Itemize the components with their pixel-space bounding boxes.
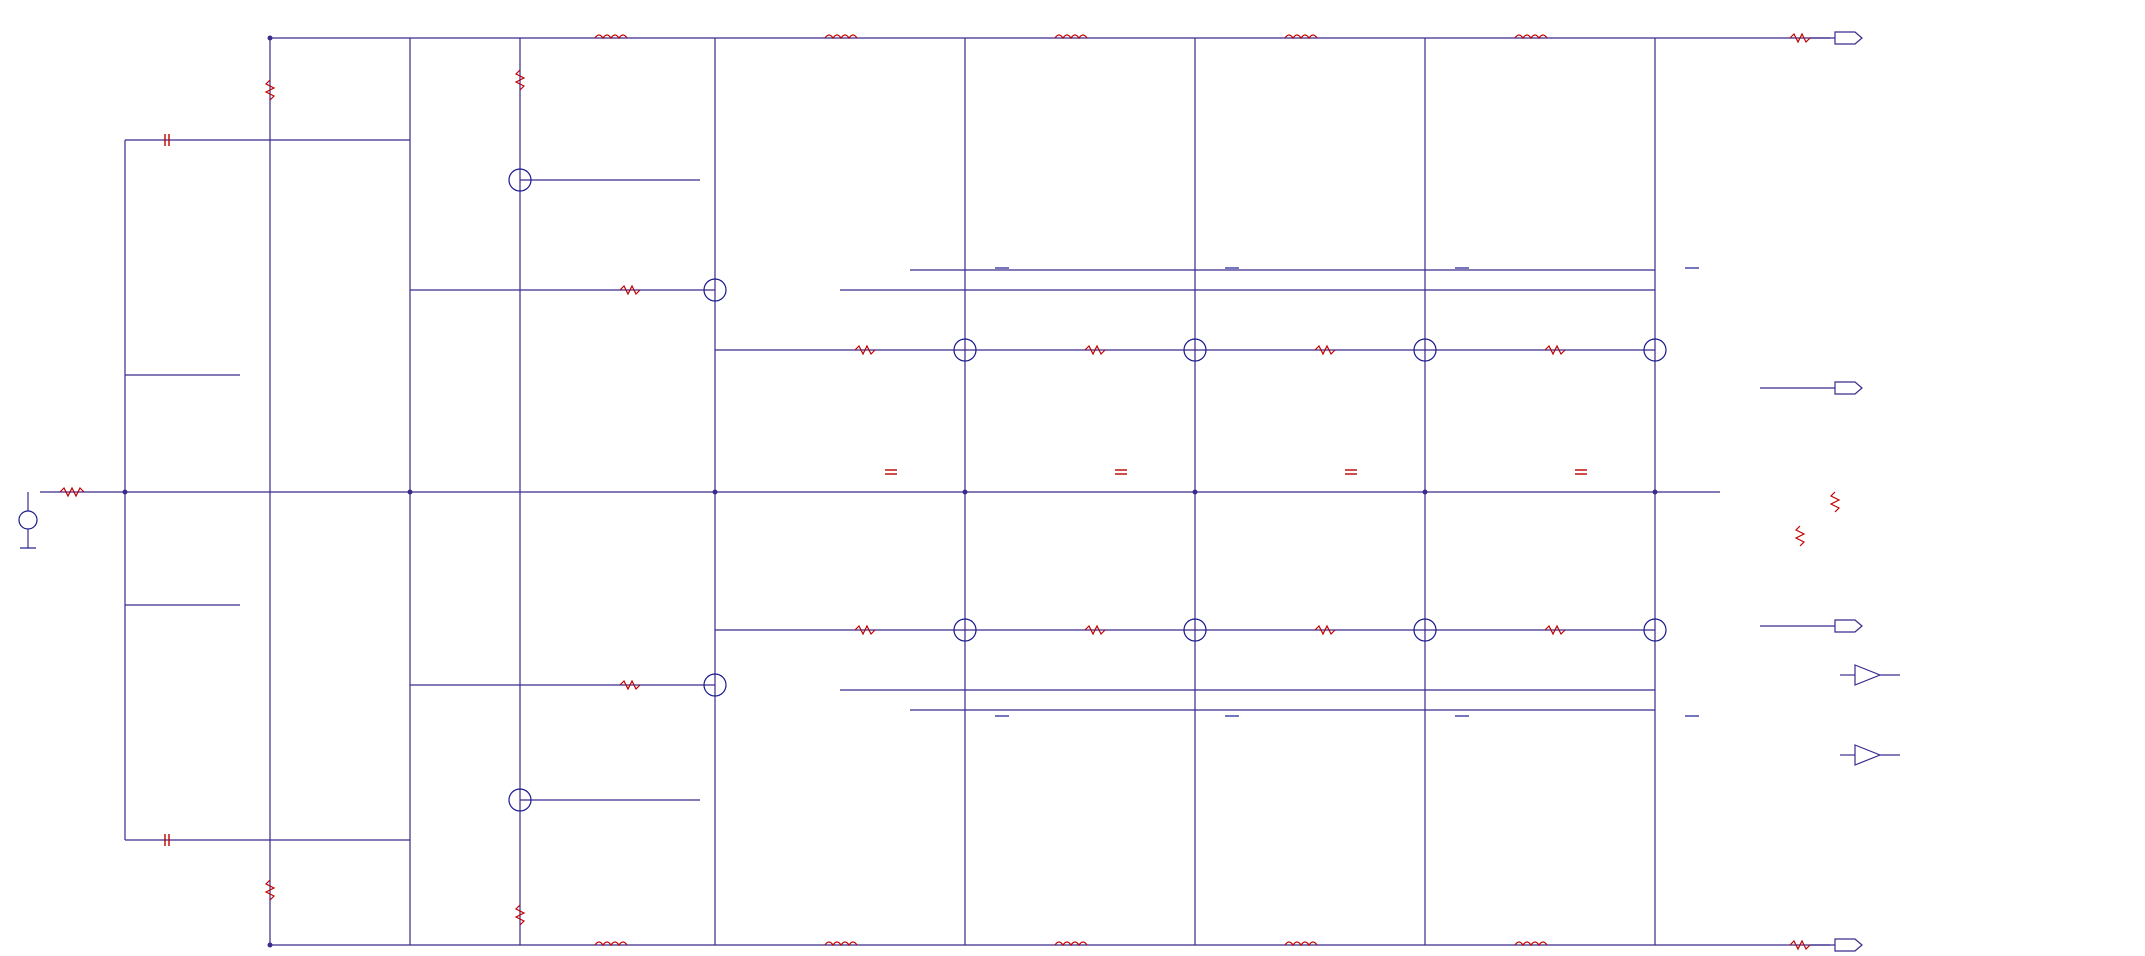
capacitors — [164, 134, 1587, 846]
input-source — [18, 492, 38, 549]
supply-rails — [40, 37, 1830, 946]
inductors — [594, 34, 1548, 947]
junctions — [122, 35, 1658, 948]
feeder-wires — [125, 139, 1655, 841]
connector-flags — [1760, 31, 1863, 952]
transistors — [508, 168, 1667, 812]
ground-symbols — [995, 267, 1699, 717]
resistors — [59, 32, 1841, 951]
output-probes — [1840, 664, 1900, 766]
